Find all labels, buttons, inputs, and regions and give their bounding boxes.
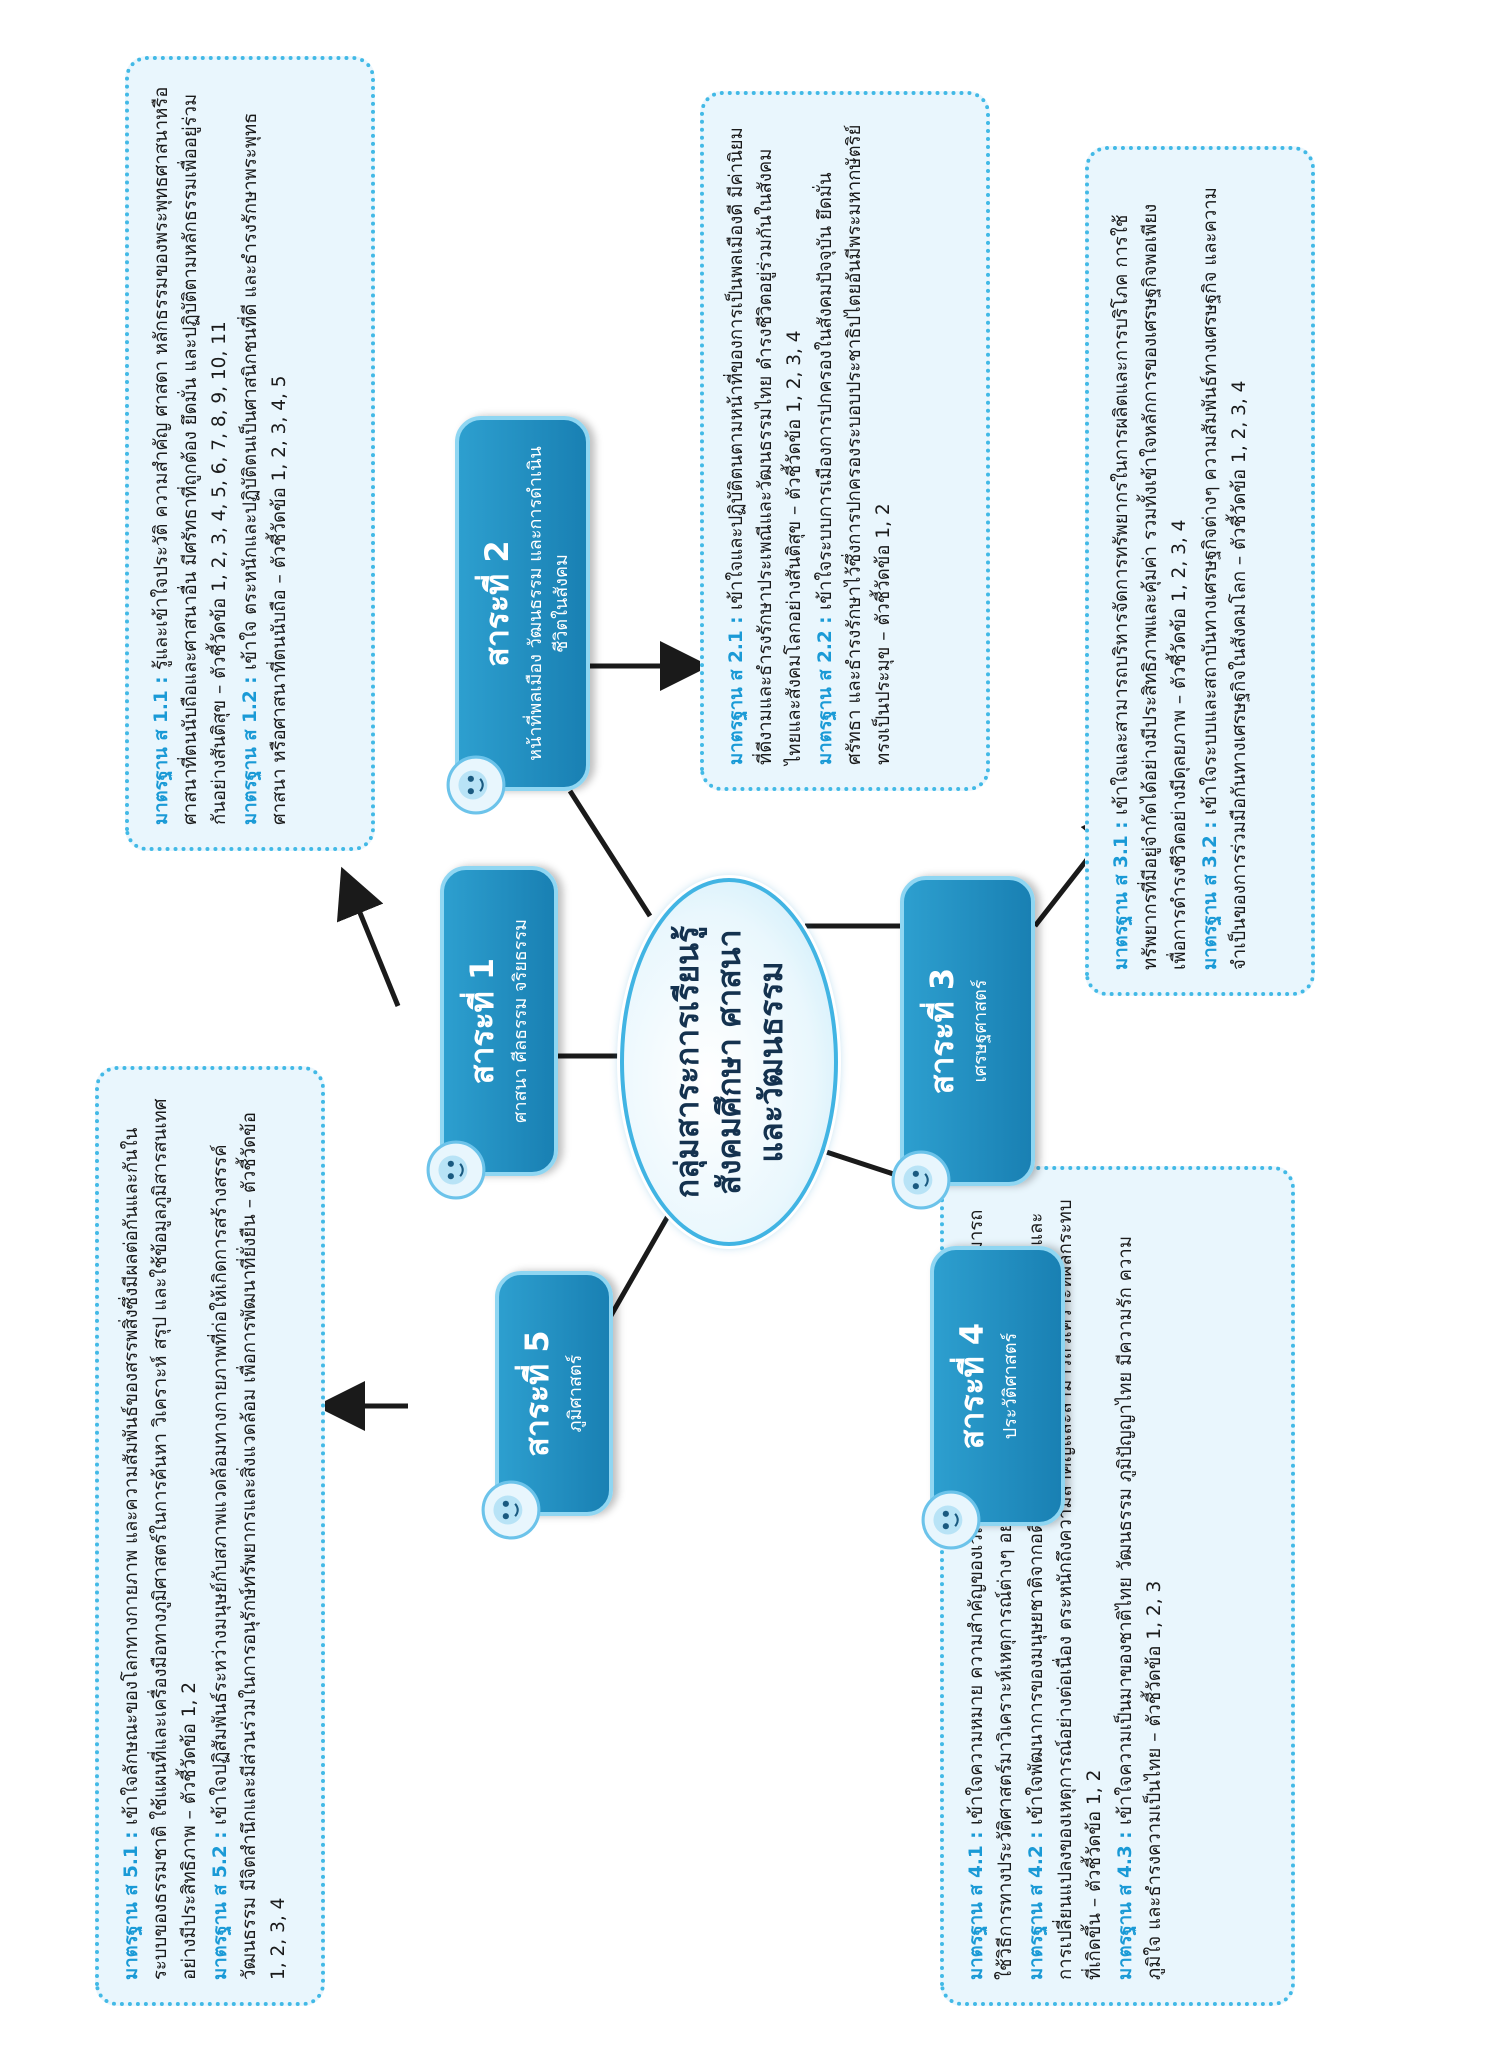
standard-label: มาตรฐาน ส 3.1 — [1111, 835, 1132, 970]
standard-label: มาตรฐาน ส 2.1 — [726, 630, 747, 765]
standard-item: มาตรฐาน ส 3.1 : เข้าใจและสามารถบริหารจัด… — [1111, 203, 1190, 970]
strand-subtitle: ประวัติศาสตร์ — [1000, 1332, 1021, 1440]
strand-2-box: สาระที่ 2 หน้าที่พลเมือง วัฒนธรรม และการ… — [455, 416, 590, 791]
strand-4-box: สาระที่ 4 ประวัติศาสตร์ — [930, 1246, 1065, 1526]
mascot-icon — [426, 1140, 486, 1200]
strand-subtitle: ศาสนา ศีลธรรม จริยธรรม — [510, 919, 531, 1123]
center-title-line: กลุ่มสาระการเรียนรู้ — [668, 925, 706, 1199]
line-center-s5 — [602, 1214, 671, 1328]
standard-label: มาตรฐาน ส 4.2 — [1026, 1845, 1047, 1980]
strand-subtitle: เศรษฐศาสตร์ — [970, 979, 991, 1083]
mascot-icon — [446, 755, 506, 815]
standard-label: มาตรฐาน ส 3.2 — [1200, 835, 1221, 970]
standard-item: มาตรฐาน ส 2.1 : เข้าใจและปฏิบัติตนตามหน้… — [726, 127, 805, 765]
standards-box-strand-5: มาตรฐาน ส 5.1 : เข้าใจลักษณะของโลกทางกาย… — [95, 1066, 325, 2006]
standard-label: มาตรฐาน ส 1.2 — [240, 690, 261, 825]
strand-title: สาระที่ 4 — [953, 1322, 991, 1450]
strand-title: สาระที่ 2 — [478, 540, 516, 667]
standard-item: มาตรฐาน ส 3.2 : เข้าใจระบบและสถาบันทางเศ… — [1200, 187, 1250, 970]
standard-label: มาตรฐาน ส 2.2 — [815, 630, 836, 765]
strand-subtitle: หน้าที่พลเมือง วัฒนธรรม และการดำเนินชีวิ… — [525, 446, 572, 761]
strand-subtitle: ภูมิศาสตร์ — [565, 1354, 586, 1433]
standard-label: มาตรฐาน ส 1.1 — [151, 690, 172, 825]
mascot-icon — [921, 1490, 981, 1550]
mascot-icon — [481, 1480, 541, 1540]
standards-box-strand-2: มาตรฐาน ส 2.1 : เข้าใจและปฏิบัติตนตามหน้… — [700, 91, 990, 791]
strand-title: สาระที่ 1 — [463, 957, 501, 1085]
center-title-line: และวัฒนธรรม — [752, 961, 790, 1163]
standard-label: มาตรฐาน ส 5.1 — [121, 1845, 142, 1980]
strand-3-box: สาระที่ 3 เศรษฐศาสตร์ — [900, 876, 1035, 1186]
center-topic: กลุ่มสาระการเรียนรู้ สังคมศึกษา ศาสนา แล… — [620, 878, 838, 1246]
standard-label: มาตรฐาน ส 4.1 — [966, 1845, 987, 1980]
standard-item: มาตรฐาน ส 1.1 : รู้และเข้าใจประวัติ ความ… — [151, 86, 230, 825]
strand-1-box: สาระที่ 1 ศาสนา ศีลธรรม จริยธรรม — [440, 866, 558, 1176]
standard-item: มาตรฐาน ส 1.2 : เข้าใจ ตระหนักและปฏิบัติ… — [240, 112, 290, 825]
standard-item: มาตรฐาน ส 4.3 : เข้าใจความเป็นมาของชาติไ… — [1115, 1235, 1165, 1980]
strand-title: สาระที่ 5 — [518, 1330, 556, 1457]
mascot-icon — [891, 1150, 951, 1210]
line-s1-box — [336, 866, 401, 1007]
standards-box-strand-1: มาตรฐาน ส 1.1 : รู้และเข้าใจประวัติ ความ… — [125, 56, 375, 851]
standards-box-strand-3: มาตรฐาน ส 3.1 : เข้าใจและสามารถบริหารจัด… — [1085, 146, 1315, 996]
strand-title: สาระที่ 3 — [923, 967, 961, 1095]
center-title-line: สังคมศึกษา ศาสนา — [710, 929, 748, 1195]
standard-item: มาตรฐาน ส 2.2 : เข้าใจระบบการเมืองการปกค… — [815, 124, 894, 765]
line-center-s2 — [567, 789, 653, 918]
standard-item: มาตรฐาน ส 5.1 : เข้าใจลักษณะของโลกทางกาย… — [121, 1098, 200, 1980]
standard-label: มาตรฐาน ส 5.2 — [210, 1845, 231, 1980]
standard-label: มาตรฐาน ส 4.3 — [1115, 1845, 1136, 1980]
standard-item: มาตรฐาน ส 5.2 : เข้าใจปฏิสัมพันธ์ระหว่าง… — [210, 1112, 289, 1980]
